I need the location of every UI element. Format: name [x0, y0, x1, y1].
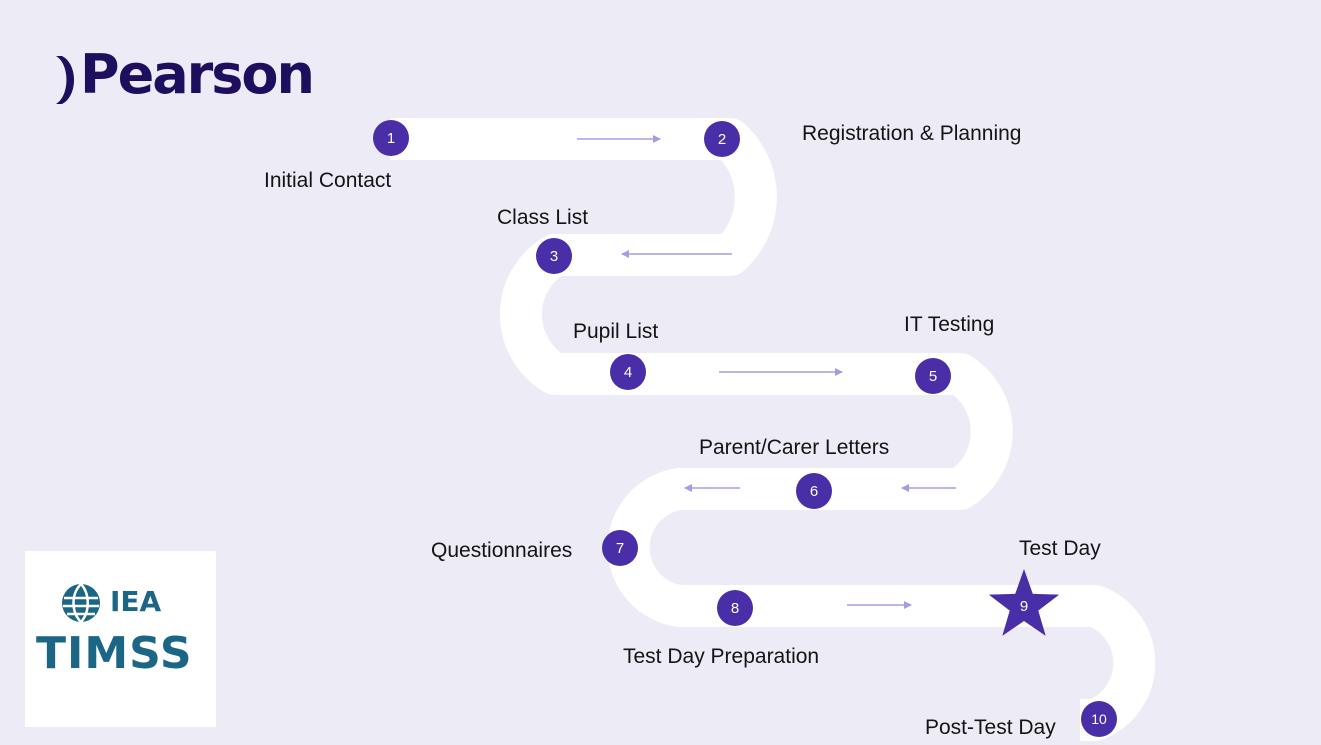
step-label-pupil-list: Pupil List — [573, 320, 659, 343]
step-marker-1: 1 — [373, 120, 409, 156]
step-marker-5: 5 — [915, 358, 951, 394]
winding-road-path — [390, 118, 1156, 741]
step-marker-8: 8 — [717, 590, 753, 626]
step-label-test-day: Test Day — [1019, 537, 1101, 560]
step-marker-10: 10 — [1081, 701, 1117, 737]
step-number: 2 — [718, 131, 726, 148]
step-circle — [704, 121, 740, 157]
globe-icon — [62, 583, 100, 623]
step-marker-2: 2 — [704, 121, 740, 157]
step-label-initial-contact: Initial Contact — [264, 169, 392, 192]
step-marker-6: 6 — [796, 473, 832, 509]
step-circle — [536, 238, 572, 274]
step-number: 7 — [616, 540, 624, 557]
timss-logo-text: TIMSS — [36, 628, 193, 679]
timss-logo-box — [25, 551, 216, 727]
step-circle — [796, 473, 832, 509]
step-marker-9: 9 — [988, 569, 1060, 636]
step-circle — [717, 590, 753, 626]
step-number: 1 — [387, 130, 395, 147]
step-circle — [373, 120, 409, 156]
step-label-it-testing: IT Testing — [904, 313, 995, 336]
pearson-logo: Pearson — [80, 43, 315, 106]
step-label-post-test-day: Post-Test Day — [925, 716, 1056, 739]
step-circle — [610, 354, 646, 390]
pearson-mark-icon — [56, 56, 74, 104]
step-number: 5 — [929, 368, 937, 385]
iea-logo-text: IEA — [110, 585, 162, 618]
step-marker-7: 7 — [602, 530, 638, 566]
step-label-test-day-preparation: Test Day Preparation — [623, 645, 820, 668]
step-label-registration: Registration & Planning — [802, 122, 1022, 145]
step-circle — [915, 358, 951, 394]
step-marker-4: 4 — [610, 354, 646, 390]
step-number: 6 — [810, 483, 818, 500]
step-label-parent-carer-letters: Parent/Carer Letters — [699, 436, 890, 459]
step-marker-3: 3 — [536, 238, 572, 274]
step-circle — [602, 530, 638, 566]
step-number: 10 — [1091, 711, 1107, 727]
step-number: 4 — [624, 364, 632, 381]
step-circle — [1081, 701, 1117, 737]
direction-arrows — [577, 135, 956, 609]
step-number: 8 — [731, 600, 739, 617]
step-number: 3 — [550, 248, 558, 265]
step-label-questionnaires: Questionnaires — [431, 539, 573, 562]
step-number: 9 — [1020, 598, 1028, 615]
step-markers: 1 2 3 4 5 6 7 8 9 10 — [373, 120, 1117, 737]
star-icon — [988, 569, 1060, 636]
step-label-class-list: Class List — [497, 206, 589, 229]
